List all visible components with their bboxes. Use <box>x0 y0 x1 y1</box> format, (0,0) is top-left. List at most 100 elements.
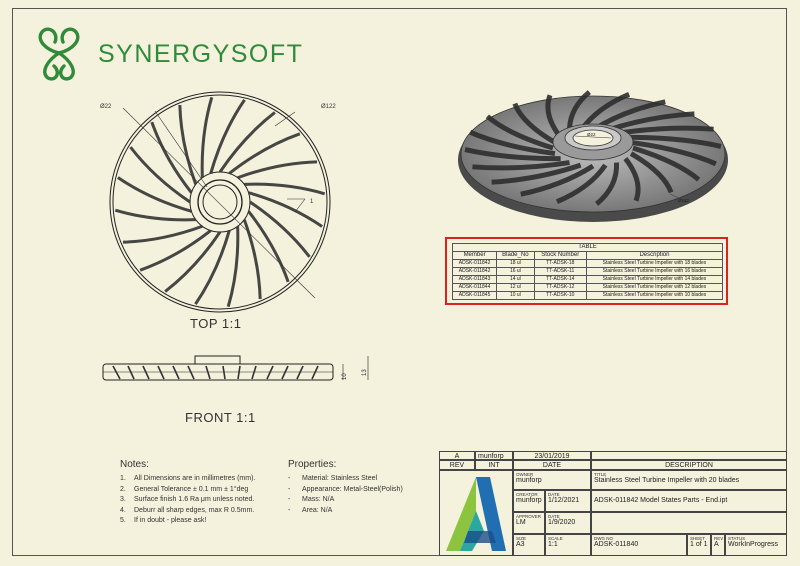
size-cell: SIZE A3 <box>513 534 545 556</box>
impeller-blade <box>218 111 276 173</box>
iso-impeller-blade <box>472 160 570 171</box>
scale-label: SCALE <box>548 536 563 541</box>
sheet-cell: SHEET 1 of 1 <box>687 534 711 556</box>
bom-title: TABLE <box>452 243 723 252</box>
iso-impeller-blade <box>625 134 722 149</box>
iso-impeller-blade <box>632 145 701 182</box>
iso-dim-outer: Ø122 <box>678 198 690 203</box>
rev-int: munforp <box>475 451 513 460</box>
bom-cell: TT-ADSK-18 <box>533 259 587 268</box>
bom-cell: ADSK-011842 <box>451 267 498 276</box>
property-text: Mass: N/A <box>302 496 335 503</box>
title-cell: TITLE Stainless Steel Turbine Impeller w… <box>591 470 787 490</box>
property-bullet: - <box>288 496 291 503</box>
iso-impeller-blade <box>512 102 557 145</box>
front-view-label: FRONT 1:1 <box>185 410 256 425</box>
rev-date: 23/01/2019 <box>513 451 591 460</box>
owner-value: munforp <box>516 477 542 484</box>
note-text: Surface finish 1.6 Ra μm unless noted. <box>134 496 255 503</box>
size-label: SIZE <box>516 536 527 541</box>
property-text: Appearance: Metal-Steel(Polish) <box>302 485 403 493</box>
iso-view-drawing: Ø22 Ø122 <box>458 90 728 222</box>
create-date-cell: DATE 1/12/2021 <box>545 490 591 512</box>
iso-impeller-blade <box>629 151 674 194</box>
autodesk-logo-icon <box>446 477 506 551</box>
bom-header-description: Description <box>585 251 724 260</box>
impeller-blade <box>226 226 240 308</box>
sheet-border <box>12 8 787 556</box>
bom-cell: Stainless Steel Turbine Impeller with 10… <box>585 291 724 300</box>
title-block: A munforp 23/01/2019 REV INT DATE DESCRI… <box>439 451 787 556</box>
list-item: - Mass: N/A <box>288 496 403 503</box>
top-dim-outer: Ø122 <box>321 104 336 110</box>
list-item: 3. Surface finish 1.6 Ra μm unless noted. <box>120 496 255 503</box>
list-item: 5.If in doubt - please ask! <box>120 517 255 524</box>
sheet-value: 1 of 1 <box>690 541 708 548</box>
iso-impeller-blade <box>555 163 608 205</box>
impeller-blade <box>200 96 214 178</box>
sheet-label: SHEET <box>690 536 706 541</box>
property-bullet: - <box>288 485 291 493</box>
sheet-rev-label: REV <box>714 536 724 541</box>
bom-header-blade: Blade_No <box>496 251 535 260</box>
bom-header-member: Member <box>451 251 498 260</box>
impeller-blade <box>209 99 246 174</box>
title-value: Stainless Steel Turbine Impeller with 20… <box>594 477 740 484</box>
properties-section: Properties: - Material: Stainless Steel -… <box>288 459 403 517</box>
impeller-blade <box>139 229 212 272</box>
list-item: - Material: Stainless Steel <box>288 475 403 482</box>
impeller-blade <box>249 200 311 258</box>
table-row[interactable]: ADSK-011843 14 ul TT-ADSK-14 Stainless S… <box>451 275 724 284</box>
scale-cell: SCALE 1:1 <box>545 534 591 556</box>
note-number: 1. <box>120 475 126 482</box>
note-number: 4. <box>120 506 126 514</box>
top-view-drawing: Ø22 Ø122 1 <box>100 91 336 313</box>
impeller-blade <box>228 132 301 175</box>
property-bullet: - <box>288 475 291 482</box>
top-balloon: 1 <box>310 199 314 205</box>
creator-label: CREATOR <box>516 492 538 497</box>
iso-impeller-blade <box>469 129 556 157</box>
property-bullet: - <box>288 506 291 514</box>
note-text: All Dimensions are in millimetres (mm). <box>134 475 256 482</box>
bom-table-highlight[interactable]: TABLE Member Blade_No Stock Number Descr… <box>445 237 728 305</box>
approve-date-cell: DATE 1/9/2020 <box>545 512 591 534</box>
note-text: Deburr all sharp edges, max R 0.5mm. <box>134 506 255 514</box>
impeller-blade <box>122 224 203 244</box>
bom-cell: Stainless Steel Turbine Impeller with 16… <box>585 267 724 276</box>
table-row[interactable]: ADSK-011845 10 ul TT-ADSK-10 Stainless S… <box>451 291 724 300</box>
approve-date-value: 1/9/2020 <box>548 519 576 526</box>
table-row[interactable]: ADSK-011844 12 ul TT-ADSK-12 Stainless S… <box>451 283 724 292</box>
rev-value: A <box>439 451 475 460</box>
property-text: Material: Stainless Steel <box>302 475 378 482</box>
table-row[interactable]: ADSK-011842 18 ul TT-ADSK-18 Stainless S… <box>451 259 724 268</box>
status-value: WorkInProgress <box>728 541 779 548</box>
list-item: 1. All Dimensions are in millimetres (mm)… <box>120 475 255 482</box>
note-text: If in doubt - please ask! <box>134 517 207 524</box>
bom-cell: Stainless Steel Turbine Impeller with 14… <box>585 275 724 284</box>
bom-cell: Stainless Steel Turbine Impeller with 12… <box>585 283 724 292</box>
approver-cell: APPROVER LM <box>513 512 545 534</box>
impeller-blade <box>242 219 262 300</box>
approver-value: LM <box>516 519 526 526</box>
list-item: 2.General Tolerance ± 0.1 mm ± 1°deg <box>120 486 255 493</box>
creator-cell: CREATOR munforp <box>513 490 545 512</box>
status-label: STATUS <box>728 536 746 541</box>
bom-header-stock: Stock Number <box>533 251 587 260</box>
properties-title: Properties: <box>288 459 337 470</box>
bom-cell: 18 ul <box>496 259 535 268</box>
bom-cell: 14 ul <box>496 275 535 284</box>
bom-cell: 16 ul <box>496 267 535 276</box>
table-row[interactable]: ADSK-011842 16 ul TT-ADSK-11 Stainless S… <box>451 267 724 276</box>
sheet-rev-cell: REV A <box>711 534 725 556</box>
title-label: TITLE <box>594 472 607 477</box>
create-date-value: 1/12/2021 <box>548 497 580 504</box>
impeller-blade <box>114 208 196 222</box>
dwg-label: DWG NO <box>594 536 613 541</box>
approve-date-label: DATE <box>548 514 560 519</box>
note-number: 3. <box>120 496 126 503</box>
description-header: DESCRIPTION <box>591 460 787 470</box>
top-dim-inner: Ø22 <box>100 104 112 110</box>
front-view-drawing: 10 13 <box>102 355 369 381</box>
